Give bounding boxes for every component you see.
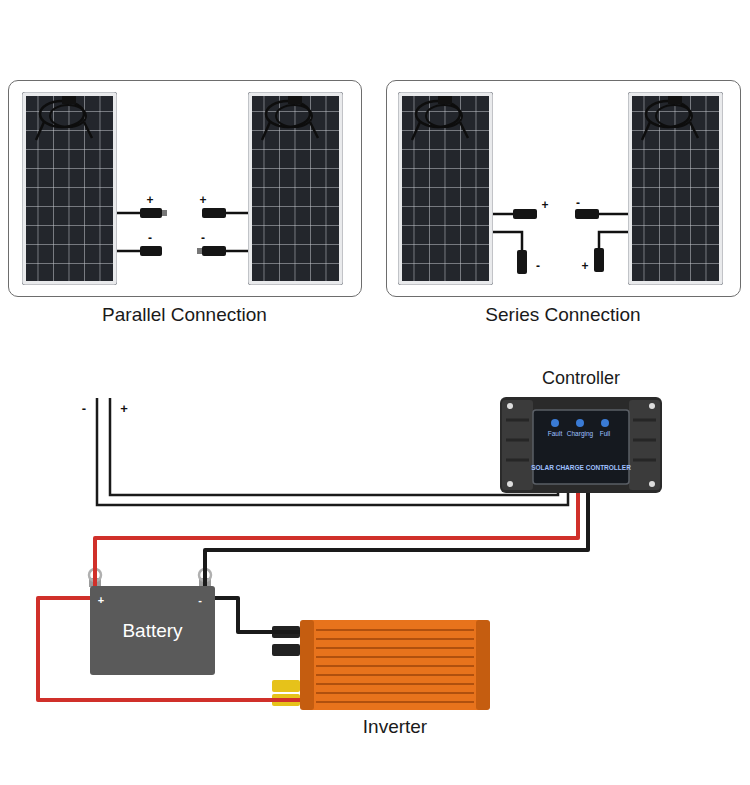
mc4-connector	[513, 209, 604, 274]
battery-terminal-sign: +	[98, 595, 104, 606]
inverter-box: Inverter	[300, 620, 490, 710]
polarity-sign: +	[199, 194, 206, 206]
panel-group: Series Connection	[386, 80, 741, 297]
charge-controller	[500, 397, 662, 493]
polarity-sign: +	[541, 199, 548, 211]
battery-terminal	[89, 569, 211, 587]
polarity-sign: +	[120, 402, 128, 415]
battery-box: Battery	[90, 586, 215, 675]
indicator-label: Full	[600, 431, 610, 438]
polarity-sign: +	[146, 194, 153, 206]
panel-group: Parallel Connection	[8, 80, 362, 297]
indicator-label: Charging	[567, 431, 593, 438]
polarity-sign: -	[148, 232, 152, 244]
indicator-label: Fault	[548, 431, 562, 438]
mc4-connector	[140, 208, 226, 256]
charge-controller-box: Controller	[500, 397, 662, 493]
polarity-sign: -	[82, 402, 86, 415]
polarity-sign: -	[536, 260, 540, 272]
solar-panel	[398, 92, 723, 285]
panel-cable	[493, 214, 628, 252]
group-heading: Series Connection	[485, 304, 640, 326]
polarity-sign: -	[201, 232, 205, 244]
device-heading: Controller	[542, 368, 620, 389]
panel-cable	[117, 213, 248, 251]
negative-wire	[215, 598, 300, 632]
negative-wire	[205, 493, 588, 586]
device-brand-text: SOLAR CHARGE CONTROLLER	[531, 465, 631, 472]
positive-wire	[95, 493, 578, 586]
device-heading: Inverter	[363, 716, 427, 738]
battery-terminal-sign: -	[198, 595, 202, 606]
polarity-sign: +	[581, 260, 588, 272]
inverter-body	[272, 620, 490, 710]
polarity-sign: -	[576, 197, 580, 209]
solar-panel	[22, 92, 343, 285]
group-heading: Parallel Connection	[102, 304, 267, 326]
device-label: Battery	[122, 620, 182, 642]
panel-lead-wire	[97, 398, 568, 505]
